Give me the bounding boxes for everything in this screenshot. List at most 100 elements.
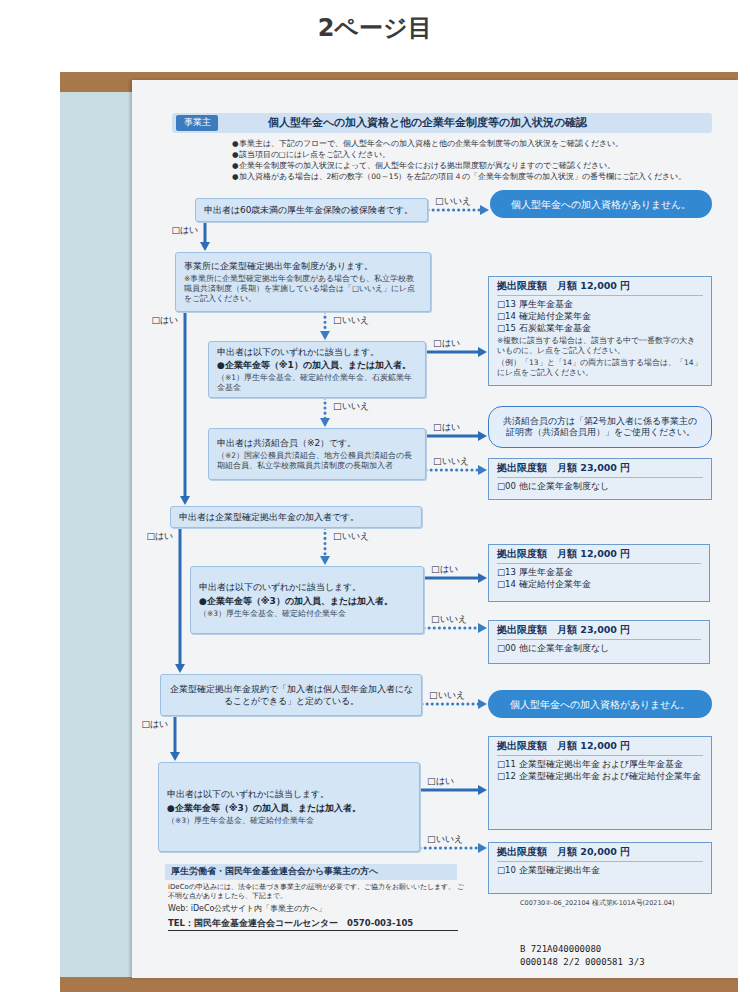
result-pill-text: 個人型年金への加入資格がありません。 (498, 698, 702, 711)
limit-box-text: □10 企業型確定拠出年金 (497, 865, 703, 877)
edge-label: □はい (169, 225, 200, 236)
edge-label: □はい (149, 315, 180, 326)
limit-box-text: □14 確定給付企業年金 (497, 311, 703, 323)
decision-box-text: ●企業年金等（※1）の加入員、または加入者。 (217, 359, 417, 371)
footer-note: iDeCoの申込みには、法令に基づき事業主の証明が必要です。ご協力をお願いいたし… (168, 883, 468, 901)
solid-connector (175, 528, 185, 673)
edge-label: □はい (429, 564, 460, 575)
instruction-note: ●加入資格がある場合は、2桁の数字（00～15）を左記の項目４の「企業年金制度等… (232, 172, 712, 181)
limit-box-text: □00 他に企業年金制度なし (497, 643, 701, 655)
edge-label: □いいえ (331, 401, 371, 412)
solid-connector (200, 222, 210, 251)
limit-box-text: （例）「13」と「14」の両方に該当する場合は、「14」にレ点をご記入ください。 (497, 358, 703, 378)
role-tag: 事業主 (176, 115, 218, 131)
connector-line (428, 209, 481, 212)
edge-label: □いいえ (425, 834, 465, 845)
limit-box: 拠出限度額 月額 12,000 円 □11 企業型確定拠出年金 および厚生年金基金… (488, 736, 712, 830)
footer-band: 厚生労働省・国民年金基金連合会から事業主の方へ (165, 864, 457, 880)
decision-box-text: （※1）厚生年金基金、確定給付企業年金、石炭鉱業年金基金 (217, 373, 417, 393)
arrow-head (478, 431, 487, 441)
footer-band-text: 厚生労働省・国民年金基金連合会から事業主の方へ (171, 866, 451, 877)
limit-box: 拠出限度額 月額 12,000 円 □13 厚生年金基金□14 確定給付企業年金 (488, 544, 710, 602)
connector-line (184, 312, 187, 497)
arrow-head (320, 556, 330, 565)
solid-connector (180, 312, 190, 505)
decision-box: 申出者は以下のいずれかに該当します。●企業年金等（※1）の加入員、または加入者。… (208, 341, 426, 398)
decision-box-text: （※2）国家公務員共済組合、地方公務員共済組合の長期組合員、私立学校教職員共済制… (217, 451, 417, 471)
instruction-note: ●企業年金制度等の加入状況によって、個人型年金における拠出限度額が異なりますので… (232, 161, 712, 170)
limit-box-text: 拠出限度額 月額 23,000 円 (497, 462, 703, 478)
result-pill-text: 個人型年金への加入資格がありません。 (500, 198, 702, 211)
limit-box-text: ※複数に該当する場合は、該当する中で一番数字の大きいものに、レ点をご記入ください… (497, 336, 703, 356)
arrow-head (478, 347, 487, 357)
limit-box-text: □14 確定給付企業年金 (497, 579, 701, 591)
decision-box-text: 申出者は以下のいずれかに該当します。 (167, 788, 411, 800)
decision-box: 申出者は企業型確定拠出年金の加入者です。 (170, 506, 422, 528)
solid-connector (170, 716, 180, 761)
arrow-head (478, 465, 487, 475)
limit-box-text: □13 厚生年金基金 (497, 299, 703, 311)
arrow-head (480, 205, 489, 215)
info-pill: 共済組合員の方は「第2号加入者に係る事業主の証明書（共済組合員用）」をご使用くだ… (488, 406, 712, 448)
decision-box-text: 申出者は企業型確定拠出年金の加入者です。 (179, 511, 413, 523)
connector-line (426, 435, 479, 438)
decision-box: 企業型確定拠出年金規約で「加入者は個人型年金加入者になることができる」と定めてい… (160, 674, 422, 716)
edge-label: □いいえ (429, 614, 469, 625)
limit-box-text: 拠出限度額 月額 12,000 円 (497, 740, 703, 756)
edge-label: □いいえ (431, 456, 471, 467)
connector-line (179, 528, 182, 665)
connector-line (422, 703, 479, 706)
arrow-head (478, 623, 487, 633)
connector-line (324, 528, 327, 557)
connector-line (420, 789, 479, 792)
form-code: C00730②-06_202104 様式第K-101A号(2021.04) (520, 900, 730, 908)
decision-box-text: ※事業所に企業型確定拠出年金制度がある場合でも、私立学校教職員共済制度（長期）を… (184, 274, 422, 303)
connector-line (426, 351, 479, 354)
arrow-head (320, 418, 330, 427)
dotted-connector (320, 528, 330, 565)
decision-box: 申出者は共済組合員（※2）です。 （※2）国家公務員共済組合、地方公務員共済組合の… (208, 428, 426, 480)
limit-box-text: 拠出限度額 月額 12,000 円 (497, 280, 703, 296)
connector-line (420, 847, 479, 850)
edge-label: □いいえ (331, 315, 371, 326)
limit-box-text: 拠出限度額 月額 23,000 円 (497, 624, 701, 640)
arrow-head (478, 573, 487, 583)
connector-line (174, 716, 177, 753)
decision-box: 申出者は60歳未満の厚生年金保険の被保険者です。 (195, 198, 428, 222)
footer-web: Web: iDeCo公式サイト内「事業主の方へ」 (168, 904, 468, 914)
barcode-number: B 721A040000080 (520, 944, 730, 955)
arrow-head (170, 752, 180, 761)
decision-box-text: 申出者は共済組合員（※2）です。 (217, 437, 417, 449)
decision-box: 申出者は以下のいずれかに該当します。●企業年金等（※3）の加入員、または加入者。… (190, 566, 424, 634)
arrow-head (180, 496, 190, 505)
edge-label: □いいえ (331, 531, 371, 542)
page-title: 2ページ目 (0, 12, 750, 44)
edge-label: □はい (425, 776, 456, 787)
decision-box: 事業所に企業型確定拠出年金制度があります。※事業所に企業型確定拠出年金制度がある… (175, 252, 431, 312)
arrow-head (478, 785, 487, 795)
edge-label: □いいえ (427, 690, 467, 701)
decision-box: 申出者は以下のいずれかに該当します。 ●企業年金等（※3）の加入員、または加入者。… (158, 762, 420, 852)
dotted-connector (320, 398, 330, 427)
edge-label: □はい (144, 531, 175, 542)
arrow-head (478, 699, 487, 709)
limit-box-text: □11 企業型確定拠出年金 および厚生年金基金 (497, 759, 703, 771)
limit-box-text: □15 石炭鉱業年金基金 (497, 323, 703, 335)
edge-label: □はい (431, 338, 462, 349)
limit-box-text: 拠出限度額 月額 12,000 円 (497, 548, 701, 564)
page-counter: 0000148 2/2 0000581 3/3 (520, 957, 730, 968)
decision-box-text: ●企業年金等（※3）の加入員、または加入者。 (167, 802, 411, 814)
decision-box-text: （※3）厚生年金基金、確定給付企業年金 (167, 816, 411, 826)
dotted-connector (320, 312, 330, 340)
decision-box-text: 企業型確定拠出年金規約で「加入者は個人型年金加入者になることができる」と定めてい… (169, 683, 413, 707)
decision-box-text: 申出者は以下のいずれかに該当します。 (217, 346, 417, 358)
arrow-head (200, 242, 210, 251)
limit-box-text: 拠出限度額 月額 20,000 円 (497, 846, 703, 862)
decision-box-text: （※3）厚生年金基金、確定給付企業年金 (199, 609, 415, 619)
limit-box: 拠出限度額 月額 20,000 円 □10 企業型確定拠出年金 (488, 842, 712, 894)
limit-box-text: □12 企業型確定拠出年金 および確定給付企業年金 (497, 771, 703, 783)
limit-box: 拠出限度額 月額 23,000 円 □00 他に企業年金制度なし (488, 620, 710, 664)
limit-box-text: □13 厚生年金基金 (497, 567, 701, 579)
